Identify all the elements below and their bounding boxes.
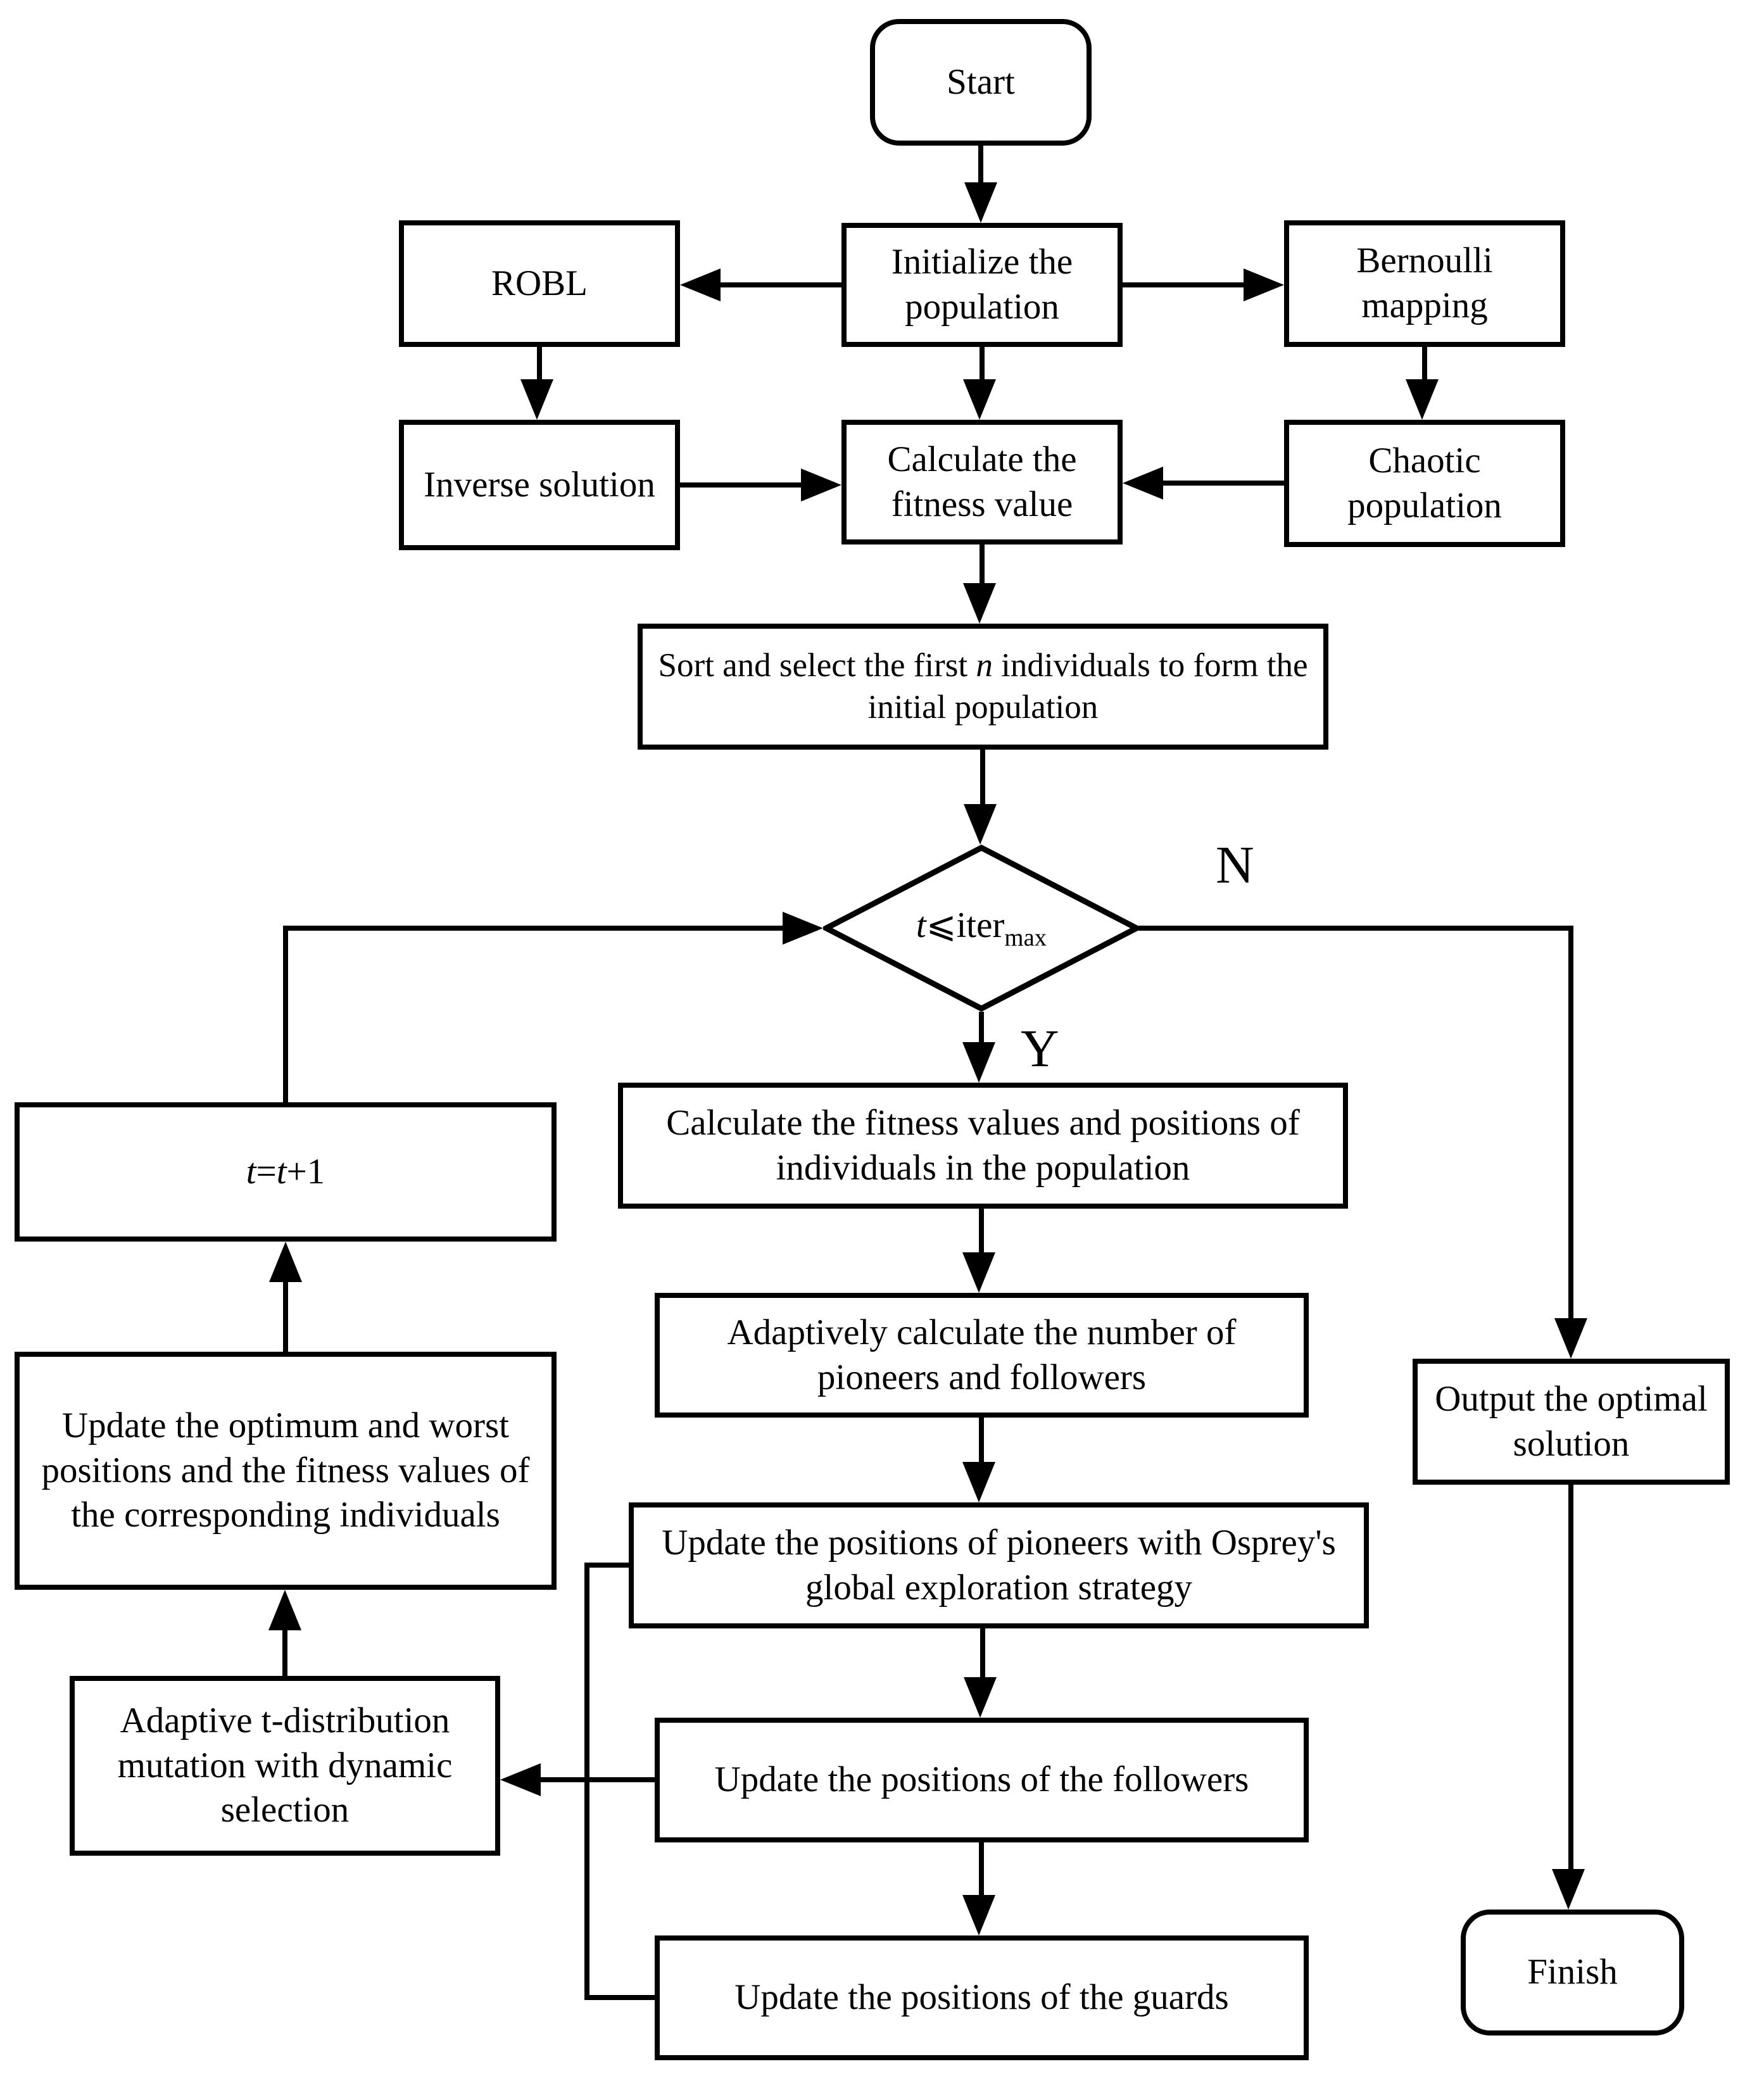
edge-adaptcount-to-pioneers-arrowhead bbox=[962, 1462, 995, 1502]
edge-optimum-to-increment-line bbox=[283, 1282, 288, 1352]
edge-initialize-to-bernoulli-line bbox=[1123, 282, 1245, 287]
edge-chaotic-to-calc-line bbox=[1162, 481, 1284, 486]
node-iteration-condition-label: t⩽itermax bbox=[916, 904, 1047, 952]
edge-loop-vertical-line bbox=[283, 926, 288, 1102]
node-calculate-fitness-value-label: Calculate the fitness value bbox=[887, 439, 1077, 524]
edge-inverse-to-calc-line bbox=[680, 482, 802, 488]
edge-calcfit-to-adaptcount-arrowhead bbox=[962, 1252, 995, 1293]
edge-followers-to-mutation-arrowhead bbox=[500, 1763, 541, 1796]
decision-diamond-shape bbox=[823, 845, 1140, 1012]
node-increment-t-label: t=t+1 bbox=[246, 1150, 325, 1195]
edge-start-to-initialize-line bbox=[978, 146, 983, 185]
edge-mutation-to-optimum-arrowhead bbox=[268, 1590, 301, 1630]
condition-operator: ⩽ bbox=[926, 905, 957, 946]
node-update-pioneers-label: Update the positions of pioneers with Os… bbox=[662, 1522, 1336, 1608]
node-adaptive-count: Adaptively calculate the number of pione… bbox=[655, 1293, 1309, 1418]
node-bernoulli-mapping-label: Bernoulli mapping bbox=[1356, 241, 1493, 325]
edge-loop-horizontal-line bbox=[283, 926, 783, 931]
edge-followers-to-guards-line bbox=[979, 1842, 984, 1896]
edge-sort-to-condition-arrowhead bbox=[964, 804, 997, 845]
increment-equals: = bbox=[256, 1151, 277, 1192]
node-adaptive-mutation: Adaptive t-distribution mutation with dy… bbox=[70, 1676, 500, 1856]
node-update-guards-label: Update the positions of the guards bbox=[734, 1977, 1229, 2018]
node-calc-fitness-positions: Calculate the fitness values and positio… bbox=[618, 1083, 1348, 1209]
node-update-pioneers: Update the positions of pioneers with Os… bbox=[629, 1502, 1369, 1628]
node-update-guards: Update the positions of the guards bbox=[655, 1935, 1309, 2060]
edge-calc-to-sort-line bbox=[980, 544, 985, 584]
node-finish-label: Finish bbox=[1527, 1952, 1618, 1992]
node-sort-select: Sort and select the first n individuals … bbox=[638, 624, 1328, 750]
edge-initialize-to-bernoulli-arrowhead bbox=[1244, 268, 1284, 301]
node-update-followers: Update the positions of the followers bbox=[655, 1718, 1309, 1842]
edge-yes-arrowhead bbox=[962, 1042, 995, 1083]
edge-no-vertical-line bbox=[1568, 926, 1573, 1319]
sort-variable-n: n bbox=[976, 646, 993, 684]
sort-text-before: Sort and select the first bbox=[658, 646, 976, 684]
sort-text-after: individuals to form the initial populati… bbox=[867, 646, 1308, 726]
edge-initialize-to-robl-line bbox=[719, 282, 841, 287]
node-start-label: Start bbox=[947, 61, 1015, 102]
edge-initialize-to-calc-arrowhead bbox=[963, 379, 996, 420]
edge-calc-to-sort-arrowhead bbox=[963, 583, 996, 624]
node-update-optimum: Update the optimum and worst positions a… bbox=[15, 1352, 557, 1590]
node-initialize-population-label: Initialize the population bbox=[891, 242, 1073, 327]
edge-robl-to-inverse-arrowhead bbox=[520, 379, 553, 420]
node-output-solution: Output the optimal solution bbox=[1413, 1359, 1730, 1485]
node-adaptive-mutation-label: Adaptive t-distribution mutation with dy… bbox=[117, 1700, 453, 1830]
condition-subscript-max: max bbox=[1004, 924, 1047, 952]
edge-inverse-to-calc-arrowhead bbox=[801, 469, 841, 501]
increment-t-right: t bbox=[276, 1151, 287, 1192]
edge-no-horizontal-line bbox=[1138, 926, 1573, 931]
edge-loop-to-condition-arrowhead bbox=[783, 912, 823, 945]
node-robl-label: ROBL bbox=[491, 263, 588, 303]
node-calculate-fitness-value: Calculate the fitness value bbox=[841, 420, 1123, 544]
node-adaptive-count-label: Adaptively calculate the number of pione… bbox=[727, 1312, 1237, 1397]
edge-bernoulli-to-chaotic-arrowhead bbox=[1406, 379, 1439, 420]
node-chaotic-population-label: Chaotic population bbox=[1347, 440, 1502, 525]
edge-followers-to-guards-arrowhead bbox=[962, 1895, 995, 1935]
node-iteration-condition: t⩽itermax bbox=[823, 845, 1140, 1012]
node-update-followers-label: Update the positions of the followers bbox=[714, 1759, 1249, 1800]
edge-initialize-to-calc-line bbox=[980, 347, 985, 381]
edge-pioneers-to-followers-line bbox=[980, 1628, 985, 1678]
node-start: Start bbox=[870, 19, 1092, 146]
node-update-optimum-label: Update the optimum and worst positions a… bbox=[41, 1405, 530, 1535]
edge-pioneers-to-followers-arrowhead bbox=[964, 1677, 997, 1718]
edge-calcfit-to-adaptcount-line bbox=[979, 1209, 984, 1254]
edge-bus-pioneers-stub bbox=[587, 1563, 629, 1568]
node-bernoulli-mapping: Bernoulli mapping bbox=[1284, 220, 1565, 347]
node-inverse-solution-label: Inverse solution bbox=[424, 464, 655, 505]
edge-optimum-to-increment-arrowhead bbox=[269, 1242, 302, 1282]
edge-bus-vertical-line bbox=[584, 1563, 589, 2000]
edge-mutation-to-optimum-line bbox=[282, 1630, 287, 1676]
edge-bernoulli-to-chaotic-line bbox=[1422, 347, 1427, 381]
node-output-solution-label: Output the optimal solution bbox=[1435, 1378, 1708, 1464]
edge-initialize-to-robl-arrowhead bbox=[680, 268, 721, 301]
increment-plus-one: +1 bbox=[286, 1151, 325, 1192]
edge-label-yes: Y bbox=[1021, 1019, 1059, 1078]
condition-iter: iter bbox=[956, 905, 1005, 946]
node-calc-fitness-positions-label: Calculate the fitness values and positio… bbox=[666, 1102, 1300, 1188]
node-robl: ROBL bbox=[399, 220, 680, 347]
edge-followers-to-mutation-line bbox=[539, 1777, 655, 1782]
edge-adaptcount-to-pioneers-line bbox=[979, 1418, 984, 1463]
edge-start-to-initialize-arrowhead bbox=[964, 182, 997, 223]
condition-variable-t: t bbox=[916, 905, 926, 946]
increment-t-left: t bbox=[246, 1151, 256, 1192]
edge-robl-to-inverse-line bbox=[537, 347, 542, 381]
node-finish: Finish bbox=[1461, 1910, 1684, 2036]
node-increment-t: t=t+1 bbox=[15, 1102, 557, 1242]
edge-no-to-output-arrowhead bbox=[1554, 1318, 1587, 1359]
edge-sort-to-condition-line bbox=[980, 750, 985, 805]
edge-label-no: N bbox=[1216, 836, 1254, 895]
node-sort-select-label: Sort and select the first n individuals … bbox=[654, 645, 1312, 728]
edge-output-to-finish-line bbox=[1568, 1485, 1573, 1870]
edge-yes-line bbox=[979, 1012, 984, 1043]
node-initialize-population: Initialize the population bbox=[841, 223, 1123, 347]
node-inverse-solution: Inverse solution bbox=[399, 420, 680, 550]
edge-bus-guards-stub bbox=[587, 1995, 655, 2000]
edge-chaotic-to-calc-arrowhead bbox=[1123, 467, 1163, 500]
edge-output-to-finish-arrowhead bbox=[1552, 1869, 1585, 1910]
node-chaotic-population: Chaotic population bbox=[1284, 420, 1565, 547]
